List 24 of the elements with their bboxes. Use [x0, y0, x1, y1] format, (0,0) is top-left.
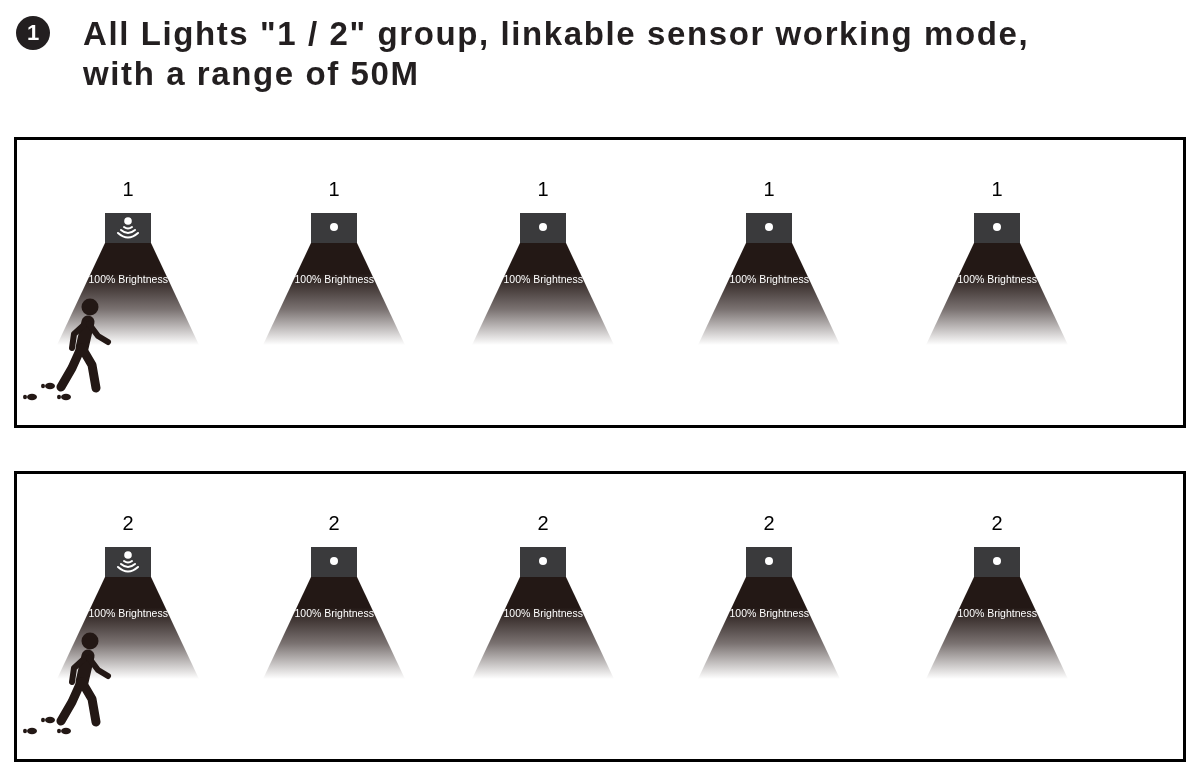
- brightness-label: 100% Brightness: [957, 607, 1037, 619]
- group-number: 2: [536, 511, 550, 535]
- title: All Lights "1 / 2" group, linkable sensor working mode, with a range of 50M: [83, 14, 1031, 94]
- panel-frame: [14, 137, 1186, 428]
- panel-frame: [14, 471, 1186, 762]
- group-number: 2: [762, 511, 776, 535]
- group-number: 1: [536, 177, 550, 201]
- group-number: 2: [327, 511, 341, 535]
- brightness-label: 100% Brightness: [957, 273, 1037, 285]
- brightness-label: 100% Brightness: [294, 273, 374, 285]
- brightness-label: 100% Brightness: [88, 607, 168, 619]
- group-number: 2: [121, 511, 135, 535]
- step-number: 1: [16, 16, 50, 50]
- group-number: 1: [121, 177, 135, 201]
- group-number: 1: [762, 177, 776, 201]
- group-number: 1: [327, 177, 341, 201]
- brightness-label: 100% Brightness: [729, 607, 809, 619]
- brightness-label: 100% Brightness: [88, 273, 168, 285]
- brightness-label: 100% Brightness: [294, 607, 374, 619]
- brightness-label: 100% Brightness: [503, 607, 583, 619]
- group-number: 2: [990, 511, 1004, 535]
- brightness-label: 100% Brightness: [503, 273, 583, 285]
- group-number: 1: [990, 177, 1004, 201]
- brightness-label: 100% Brightness: [729, 273, 809, 285]
